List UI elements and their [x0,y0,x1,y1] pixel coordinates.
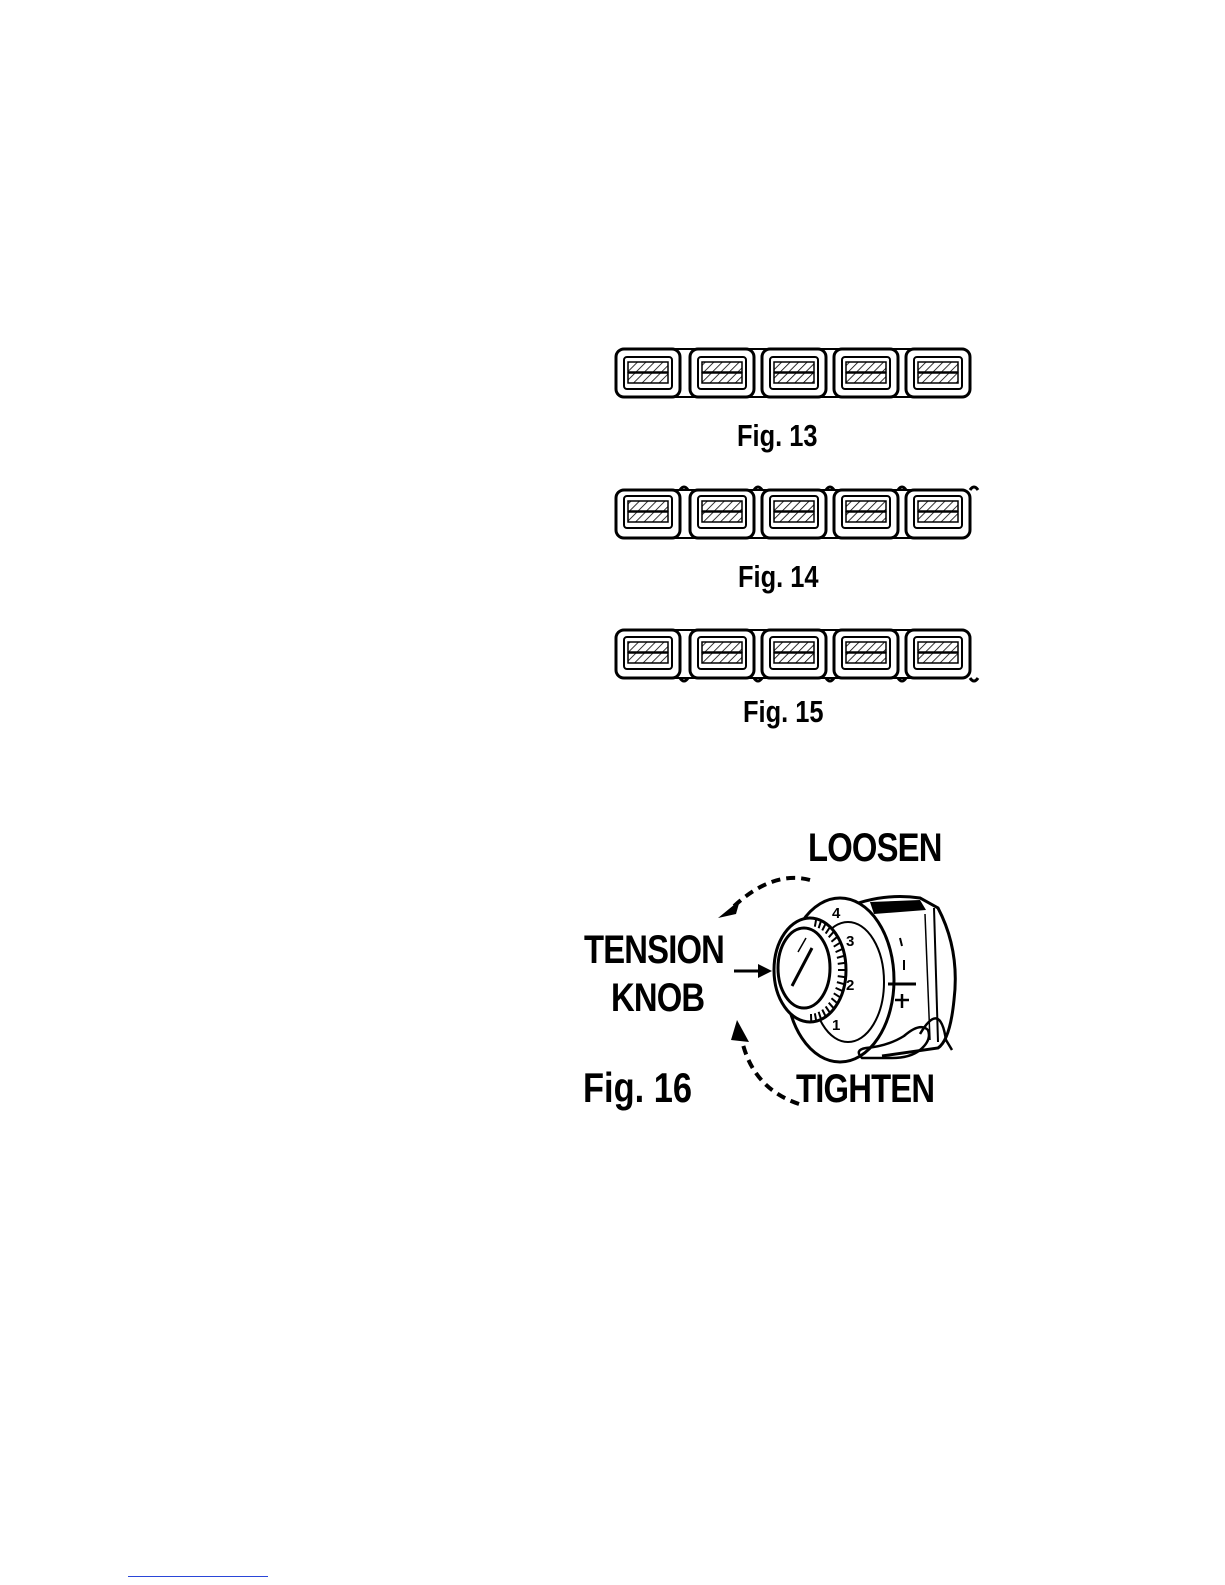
dial-mark: 4 [832,905,841,922]
stitch-cell [762,487,834,538]
stitch-cell [906,487,978,538]
dial-mark: 3 [846,933,854,950]
stitch-cell [616,630,688,681]
stitch-cell [834,349,898,397]
stitch-cell [906,349,970,397]
fig15-caption: Fig. 15 [743,694,824,730]
fig14-caption: Fig. 14 [738,559,819,595]
tension-label-line1: TENSION [584,928,724,973]
fig16-caption: Fig. 16 [583,1064,692,1112]
tension-label-line2: KNOB [611,976,704,1021]
dial-mark: 1 [832,1017,840,1034]
stitch-cell [690,630,762,681]
stitch-cell [762,630,834,681]
stitch-cell [616,349,680,397]
fig13-caption: Fig. 13 [737,418,818,454]
stitch-cell [762,349,826,397]
stitch-cell [690,487,762,538]
tension-knob-drawing: 4 3 2 1 [770,890,970,1075]
pointer-arrow [734,961,774,981]
stitch-cell [616,487,688,538]
loosen-label: LOOSEN [808,826,942,871]
dial-mark: 2 [846,977,854,994]
stitch-cell [906,630,978,681]
stitch-cell [834,487,906,538]
stitch-cell [834,630,906,681]
footer-rule [128,1576,268,1577]
stitch-cell [690,349,754,397]
